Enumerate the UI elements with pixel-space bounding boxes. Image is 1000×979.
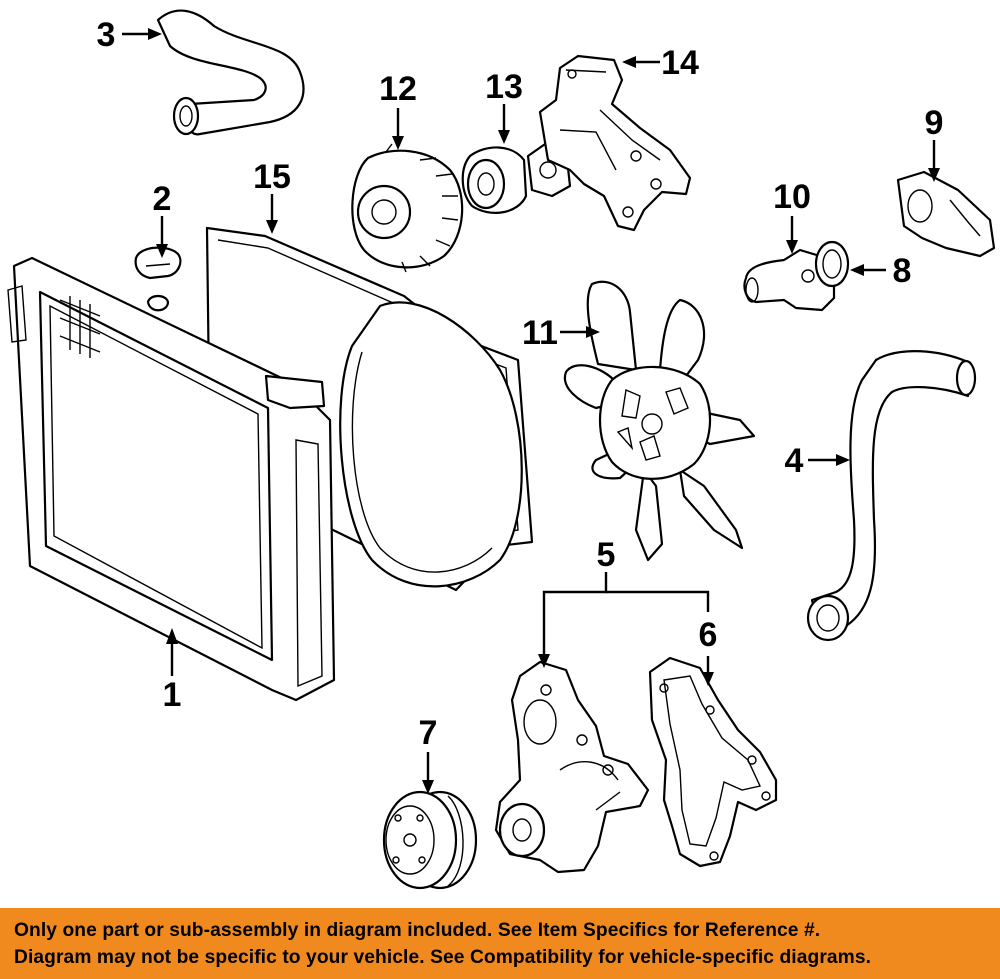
pump-gasket-icon <box>648 656 778 868</box>
water-pump-icon <box>494 660 650 874</box>
callout-2: 2 <box>153 180 172 218</box>
callout-8: 8 <box>893 252 912 290</box>
callout-9: 9 <box>925 104 944 142</box>
parts-diagram: 1 2 3 4 5 6 7 8 9 10 11 12 13 14 15 <box>7 9 996 890</box>
callout-10: 10 <box>773 178 811 216</box>
callout-3: 3 <box>97 16 116 54</box>
thermostat-housing-icon <box>896 170 996 258</box>
pulley-icon <box>382 790 478 890</box>
callout-7: 7 <box>419 714 438 752</box>
callout-5: 5 <box>597 536 616 574</box>
fan-clutch-icon <box>351 143 464 273</box>
fan-bracket-icon <box>538 54 692 232</box>
fan-pulley-icon <box>461 140 572 214</box>
radiator-icon <box>7 256 336 702</box>
disclaimer-banner: Only one part or sub-assembly in diagram… <box>0 908 1000 979</box>
radiator-cap-icon <box>134 246 182 280</box>
callout-14: 14 <box>661 44 699 82</box>
lower-hose-icon <box>806 350 977 642</box>
callout-12: 12 <box>379 70 417 108</box>
upper-hose-icon <box>156 9 305 136</box>
disclaimer-line-2: Diagram may not be specific to your vehi… <box>14 947 872 968</box>
disclaimer-line-1: Only one part or sub-assembly in diagram… <box>14 920 821 941</box>
callout-15: 15 <box>253 158 291 196</box>
fan-blade-icon <box>563 280 756 562</box>
callout-1: 1 <box>163 676 182 714</box>
leader-lines <box>122 28 940 794</box>
callout-4: 4 <box>785 442 804 480</box>
callout-11: 11 <box>522 314 558 352</box>
o-ring-icon <box>814 240 850 288</box>
callout-6: 6 <box>699 616 718 654</box>
callout-13: 13 <box>485 68 523 106</box>
water-outlet-icon <box>743 248 836 312</box>
